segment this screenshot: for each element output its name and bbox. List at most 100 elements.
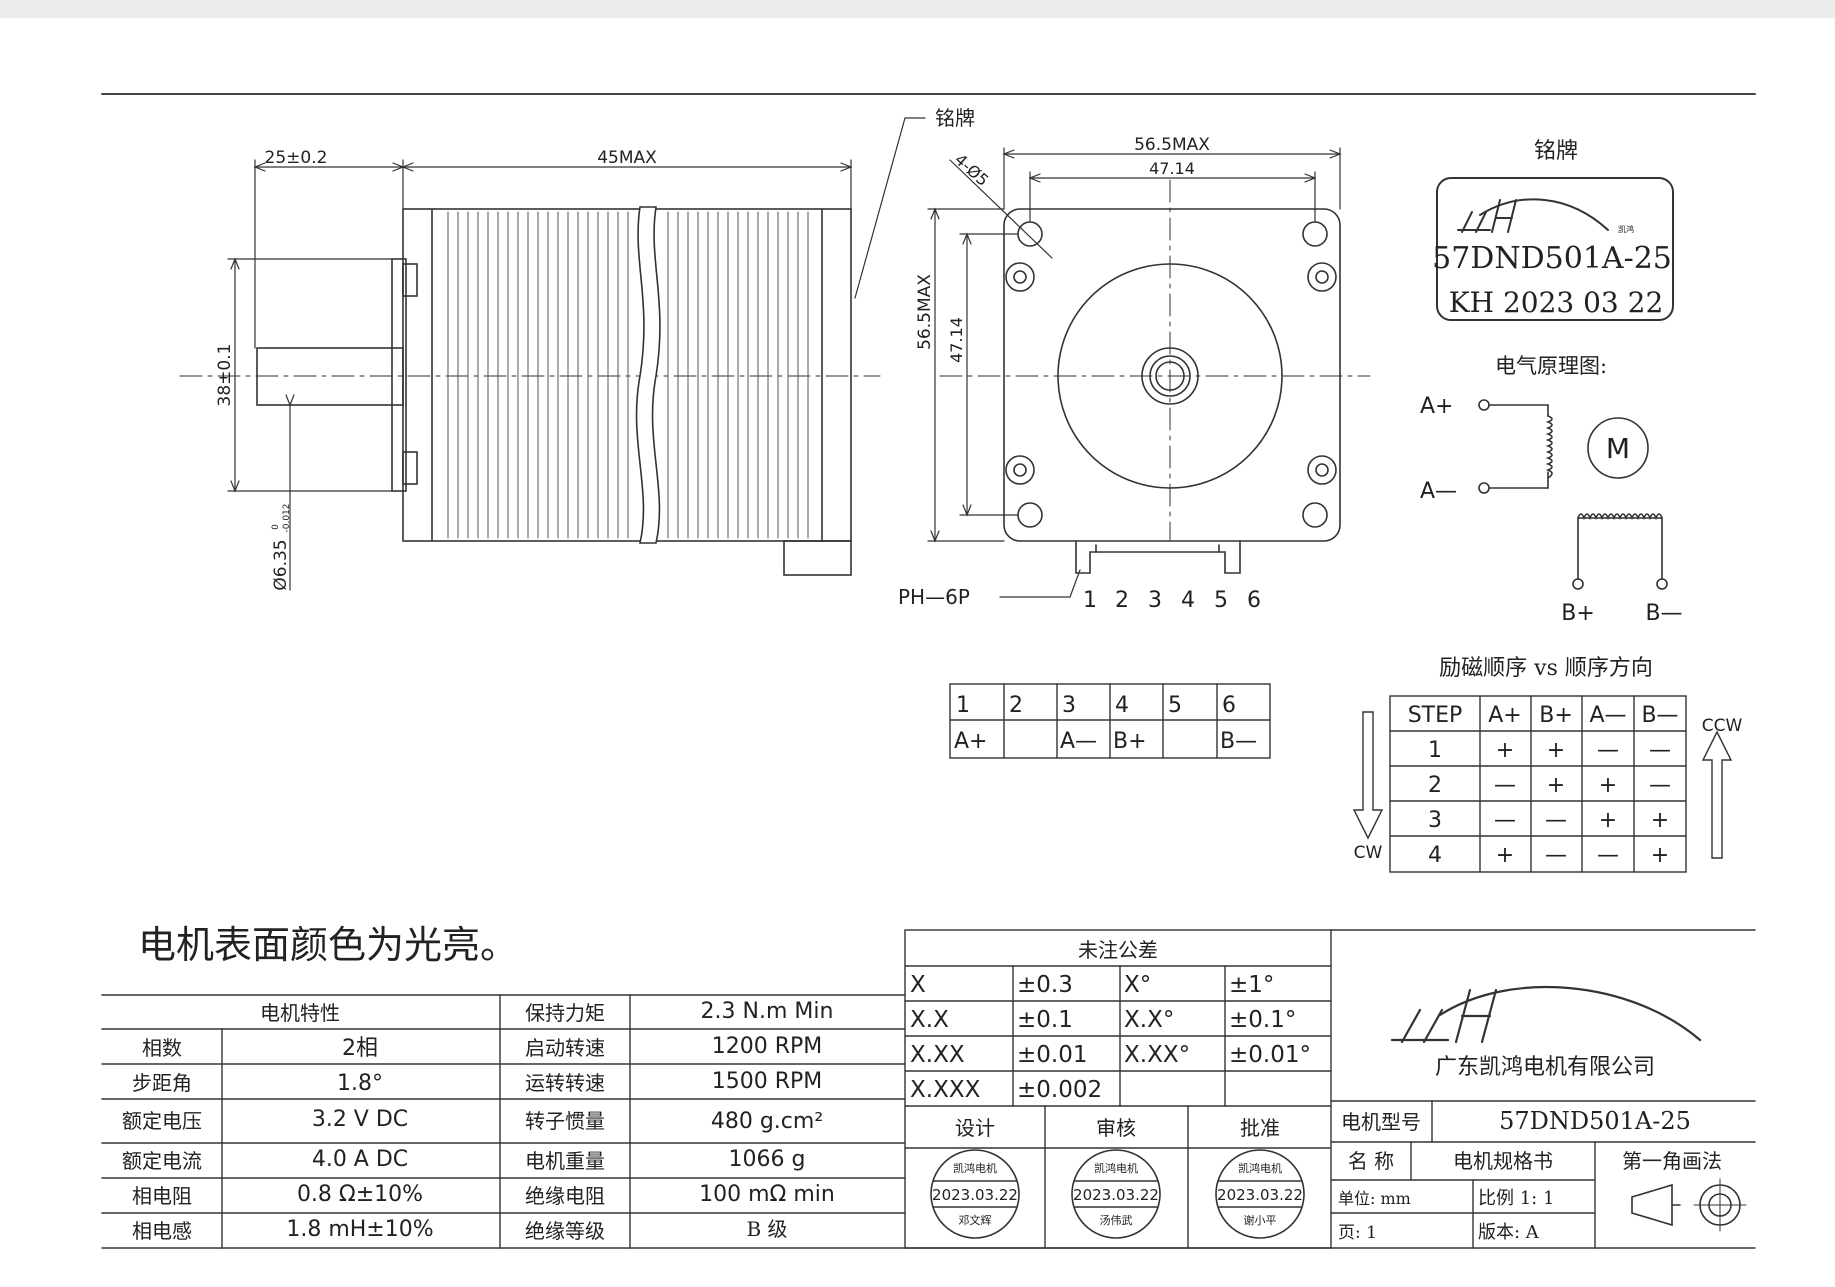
- connector-label: PH—6P: [898, 585, 970, 609]
- spec-value: 1200 RPM: [712, 1034, 823, 1059]
- approval-header: 设计: [955, 1116, 995, 1140]
- spec-label: 相电感: [132, 1219, 192, 1243]
- tolerance-cell: X.XXX: [910, 1077, 981, 1103]
- scale-label: 比例 1: 1: [1478, 1188, 1554, 1209]
- sequence-cell: —: [1545, 808, 1567, 833]
- stamp-top: 凯鸿电机: [1094, 1161, 1138, 1175]
- tolerance-cell: ±0.1: [1017, 1007, 1073, 1033]
- sequence-cell: —: [1545, 843, 1567, 868]
- connector-pins: 1 2 3 4 5 6: [1083, 588, 1261, 613]
- sequence-table-text: STEP A+ B+ A— B— 1 + + — — 2 — + + — 3 —…: [1408, 703, 1679, 868]
- sequence-cell: —: [1649, 738, 1671, 763]
- nameplate-callout: 铭牌: [935, 106, 975, 130]
- schematic-a-plus: A+: [1420, 394, 1453, 419]
- spec-value: 0.8 Ω±10%: [297, 1182, 423, 1207]
- dim-shaft-diameter: Ø6.35: [271, 539, 291, 590]
- sequence-cell: —: [1494, 808, 1516, 833]
- tolerance-title: 未注公差: [1078, 938, 1158, 962]
- spec-value: 4.0 A DC: [312, 1147, 408, 1172]
- schematic-b-plus: B+: [1561, 601, 1595, 626]
- sequence-header: A+: [1488, 703, 1521, 728]
- tolerance-cell: X.X: [910, 1007, 949, 1033]
- unit-label: 单位: mm: [1338, 1189, 1411, 1208]
- connector-pin: 6: [1247, 588, 1261, 613]
- pin-number: 3: [1062, 693, 1076, 718]
- spec-label: 绝缘等级: [525, 1219, 605, 1243]
- pin-signal: B—: [1220, 729, 1257, 754]
- spec-value: 100 mΩ min: [699, 1182, 835, 1207]
- tolerance-cell: X.X°: [1124, 1007, 1174, 1033]
- spec-table-left: 相数 2相 步距角 1.8° 额定电压 3.2 V DC 额定电流 4.0 A …: [122, 1036, 434, 1243]
- sequence-cell: +: [1651, 843, 1669, 868]
- spec-label: 相电阻: [132, 1184, 192, 1208]
- approval-header: 审核: [1096, 1116, 1136, 1140]
- spec-label: 额定电压: [122, 1109, 202, 1133]
- model-label: 电机型号: [1341, 1110, 1421, 1134]
- side-dimensions: [227, 117, 926, 591]
- tolerance-cell: ±0.3: [1017, 972, 1073, 998]
- connector-pin: 3: [1148, 588, 1162, 613]
- side-view: [179, 208, 881, 576]
- ccw-label: CCW: [1702, 716, 1743, 736]
- sequence-cell: +: [1651, 808, 1669, 833]
- surface-note: 电机表面颜色为光亮。: [138, 923, 518, 967]
- pin-table: [949, 683, 1271, 759]
- projection-symbol-icon: [1631, 1178, 1747, 1232]
- dim-shaft-tol-lower: -0.012: [282, 503, 292, 532]
- spec-value: 3.2 V DC: [312, 1107, 408, 1132]
- sequence-cell: +: [1599, 773, 1617, 798]
- spec-table-right: 保持力矩 2.3 N.m Min 启动转速 1200 RPM 运转转速 1500…: [525, 999, 835, 1243]
- spec-table-title: 电机特性: [260, 1001, 340, 1025]
- schematic-motor-symbol: M: [1606, 432, 1630, 465]
- spec-value: 1500 RPM: [712, 1069, 823, 1094]
- connector-pin: 2: [1115, 588, 1129, 613]
- nameplate-model: 57DND501A-25: [1432, 241, 1672, 276]
- tolerance-cell: X: [910, 972, 926, 998]
- sequence-title: 励磁顺序 vs 顺序方向: [1439, 656, 1653, 681]
- version-label: 版本: A: [1478, 1222, 1540, 1243]
- dim-shaft-tol-upper: 0: [271, 524, 281, 530]
- sequence-cell: +: [1496, 843, 1514, 868]
- sequence-cell: 4: [1428, 843, 1442, 868]
- spec-label: 绝缘电阻: [525, 1184, 605, 1208]
- tolerance-cell: ±0.01: [1017, 1042, 1087, 1068]
- spec-value: 2相: [342, 1036, 378, 1061]
- connector-pin: 5: [1214, 588, 1228, 613]
- stamp-top: 凯鸿电机: [953, 1161, 997, 1175]
- stamp-name: 汤伟武: [1100, 1213, 1133, 1227]
- stamp-date: 2023.03.22: [1217, 1186, 1303, 1204]
- spec-value: 480 g.cm²: [711, 1109, 823, 1134]
- tolerance-cell: X°: [1124, 972, 1151, 998]
- sequence-cell: 2: [1428, 773, 1442, 798]
- tolerance-cells: X ±0.3 X° ±1° X.X ±0.1 X.X° ±0.1° X.XX ±…: [910, 972, 1311, 1103]
- break-lines: [635, 206, 661, 544]
- dim-pilot-diameter: 38±0.1: [215, 344, 235, 407]
- dim-body-length: 45MAX: [597, 148, 657, 168]
- schematic-a-minus: A—: [1420, 479, 1457, 504]
- nameplate-logo-icon: [1457, 198, 1609, 233]
- nameplate-title: 铭牌: [1534, 139, 1578, 164]
- tolerance-cell: ±0.01°: [1229, 1042, 1311, 1068]
- pin-number: 6: [1222, 693, 1236, 718]
- sequence-cell: +: [1496, 738, 1514, 763]
- nameplate-date: KH 2023 03 22: [1449, 286, 1664, 319]
- sequence-cell: —: [1597, 843, 1619, 868]
- approval-header: 批准: [1240, 1116, 1280, 1140]
- pin-number: 1: [956, 693, 970, 718]
- spec-label: 相数: [142, 1036, 182, 1060]
- dim-width-max: 56.5MAX: [1134, 135, 1210, 155]
- tolerance-cell: X.XX: [910, 1042, 965, 1068]
- side-view-fins: [447, 211, 809, 539]
- sequence-cell: +: [1547, 738, 1565, 763]
- spec-label: 启动转速: [525, 1036, 605, 1060]
- top-bar: [0, 0, 1835, 18]
- front-dimensions: [927, 147, 1342, 598]
- approval-stamp-text: 凯鸿电机 2023.03.22 邓文辉 凯鸿电机 2023.03.22 汤伟武 …: [932, 1161, 1303, 1227]
- title-block: [1330, 929, 1756, 1249]
- spec-value: B 级: [746, 1217, 787, 1241]
- approval-stamps: [930, 1149, 1305, 1239]
- nameplate-logo-text: 凯鸿: [1618, 224, 1634, 234]
- name-label: 名 称: [1348, 1149, 1394, 1173]
- tolerance-cell: X.XX°: [1124, 1042, 1190, 1068]
